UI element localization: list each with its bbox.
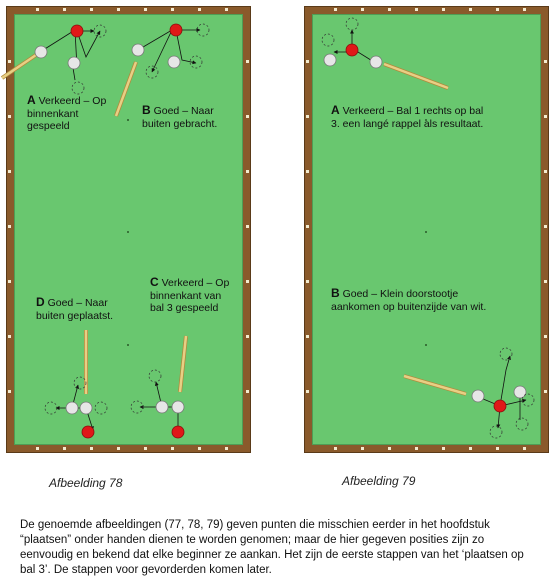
ghost-ball — [196, 23, 210, 37]
position-78b — [114, 23, 210, 117]
yellow-ball — [167, 55, 181, 69]
ghost-ball — [345, 17, 359, 31]
rail-diamonds-right — [306, 8, 547, 450]
label-letter: B — [331, 286, 340, 300]
figure-caption-79: Afbeelding 79 — [342, 474, 416, 488]
label-text: Goed – Klein doorstootje aankomen op bui… — [331, 288, 487, 313]
table-felt-right — [312, 14, 541, 445]
ghost-ball — [130, 400, 144, 414]
position-78c — [130, 335, 188, 439]
label-78b: B Goed – Naar buiten gebracht. — [142, 104, 242, 130]
white-ball — [79, 401, 93, 415]
red-ball — [169, 23, 183, 37]
label-letter: A — [331, 103, 340, 117]
ghost-ball — [189, 55, 203, 69]
position-78a — [0, 24, 107, 95]
label-78c: C Verkeerd – Op binnenkant van bal 3 ges… — [150, 276, 236, 315]
red-ball — [171, 425, 185, 439]
ghost-ball — [521, 393, 535, 407]
position-79a — [321, 17, 449, 90]
red-ball — [81, 425, 95, 439]
ghost-ball — [515, 417, 529, 431]
label-text: Verkeerd – Bal 1 rechts op bal 3. een la… — [331, 105, 484, 130]
yellow-ball — [323, 53, 337, 67]
label-letter: C — [150, 275, 159, 289]
position-78d — [44, 330, 108, 439]
ghost-ball — [499, 347, 513, 361]
label-79a: A Verkeerd – Bal 1 rechts op bal 3. een … — [331, 104, 491, 130]
label-text: Verkeerd – Op binnenkant van bal 3 gespe… — [150, 277, 230, 314]
label-78a: A Verkeerd – Op binnenkant gespeeld — [27, 94, 122, 133]
ghost-ball — [71, 81, 85, 95]
figure-caption-78: Afbeelding 78 — [49, 476, 123, 490]
ghost-ball — [321, 33, 335, 47]
label-text: Verkeerd – Op binnenkant gespeeld — [27, 95, 107, 132]
yellow-ball — [513, 385, 527, 399]
table-spots — [127, 119, 427, 346]
rail-diamonds-left — [8, 8, 249, 450]
ghost-ball — [73, 376, 87, 390]
white-ball — [369, 55, 383, 69]
yellow-ball — [155, 400, 169, 414]
yellow-ball — [65, 401, 79, 415]
ghost-ball — [145, 65, 159, 79]
red-ball — [70, 24, 84, 38]
label-text: Goed – Naar buiten gebracht. — [142, 105, 218, 130]
white-ball — [131, 43, 145, 57]
red-ball — [493, 399, 507, 413]
diagram-overlay — [0, 8, 547, 450]
ghost-ball — [148, 369, 162, 383]
ghost-ball — [94, 401, 108, 415]
yellow-ball — [67, 56, 81, 70]
ghost-ball — [44, 401, 58, 415]
white-ball — [171, 400, 185, 414]
label-letter: B — [142, 103, 151, 117]
ghost-ball — [489, 425, 503, 439]
ghost-ball — [93, 24, 107, 38]
red-ball — [345, 43, 359, 57]
label-letter: A — [27, 93, 36, 107]
white-ball — [471, 389, 485, 403]
label-letter: D — [36, 295, 45, 309]
body-paragraph: De genoemde afbeeldingen (77, 78, 79) ge… — [20, 519, 524, 576]
white-ball — [34, 45, 48, 59]
label-78d: D Goed – Naar buiten geplaatst. — [36, 296, 131, 322]
position-79b — [403, 347, 535, 439]
label-79b: B Goed – Klein doorstootje aankomen op b… — [331, 287, 491, 313]
label-text: Goed – Naar buiten geplaatst. — [36, 297, 114, 322]
